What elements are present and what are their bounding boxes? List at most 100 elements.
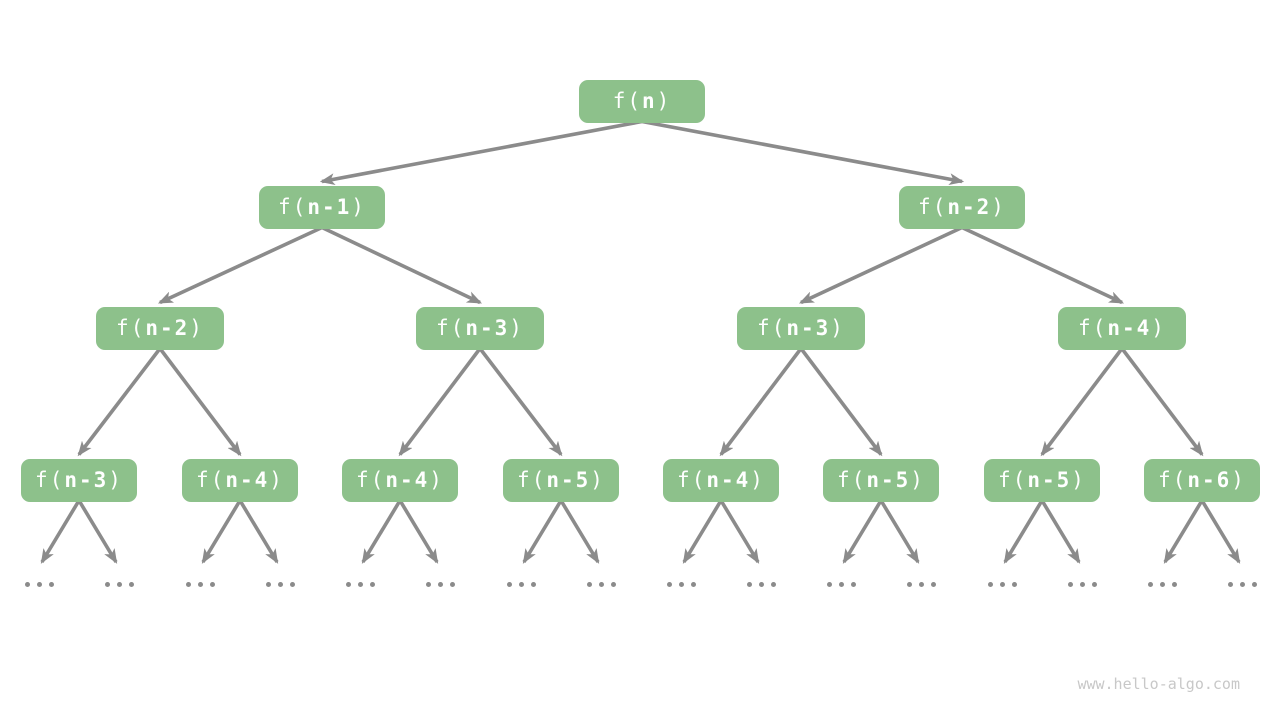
leaf-dot-icon (117, 582, 122, 587)
leaf-dot-icon (438, 582, 443, 587)
node-label-var: n-2 (947, 195, 992, 219)
tree-node-f(n-2): f(n-2) (96, 306, 224, 350)
node-label-post: ) (429, 468, 444, 492)
edge-arrow (522, 499, 563, 564)
node-label-pre: f( (1158, 468, 1188, 492)
node-label-post: ) (656, 89, 672, 113)
node-label-pre: f( (677, 468, 707, 492)
tree-node-f(n-4): f(n-4) (663, 458, 779, 502)
node-label-pre: f( (356, 468, 386, 492)
tree-node-f(n): f(n) (579, 79, 705, 123)
node-label-var: n-2 (145, 316, 190, 340)
tree-node-f(n-3): f(n-3) (21, 458, 137, 502)
tree-node-f(n-5): f(n-5) (823, 458, 939, 502)
node-label-pre: f( (998, 468, 1028, 492)
node-label-pre: f( (837, 468, 867, 492)
leaf-dot-icon (1000, 582, 1005, 587)
node-label-pre: f( (35, 468, 65, 492)
tree-node-f(n-4): f(n-4) (1058, 306, 1186, 350)
node-label-post: ) (590, 468, 605, 492)
edge-arrow (40, 499, 81, 564)
leaf-dot-icon (1172, 582, 1177, 587)
edge-arrow (1163, 499, 1204, 564)
edge-arrow (478, 347, 563, 457)
node-label-pre: f( (918, 195, 948, 219)
ellipsis-leaf (1148, 582, 1177, 587)
node-label-var: n-4 (225, 468, 270, 492)
leaf-dot-icon (679, 582, 684, 587)
leaf-dot-icon (278, 582, 283, 587)
edge-arrow (158, 347, 242, 457)
leaf-dot-icon (599, 582, 604, 587)
ellipsis-leaf (105, 582, 134, 587)
node-label-pre: f( (116, 316, 146, 340)
edge-arrow (842, 499, 883, 564)
edge-arrow (77, 499, 118, 564)
leaf-dot-icon (105, 582, 110, 587)
edge-arrow (319, 119, 643, 186)
leaf-dot-icon (667, 582, 672, 587)
node-label-pre: f( (436, 316, 466, 340)
ellipsis-leaf (507, 582, 536, 587)
node-label-post: ) (830, 316, 845, 340)
leaf-dot-icon (839, 582, 844, 587)
node-label-post: ) (750, 468, 765, 492)
leaf-dot-icon (37, 582, 42, 587)
leaf-dot-icon (1240, 582, 1245, 587)
edge-arrow (559, 499, 600, 564)
node-label-var: n-3 (465, 316, 510, 340)
leaf-dot-icon (1068, 582, 1073, 587)
leaf-dot-icon (519, 582, 524, 587)
ellipsis-leaf (346, 582, 375, 587)
leaf-dot-icon (129, 582, 134, 587)
leaf-dot-icon (827, 582, 832, 587)
tree-node-f(n-3): f(n-3) (416, 306, 544, 350)
leaf-dot-icon (851, 582, 856, 587)
ellipsis-leaf (667, 582, 696, 587)
ellipsis-leaf (988, 582, 1017, 587)
edge-arrow (879, 499, 920, 564)
leaf-dot-icon (919, 582, 924, 587)
leaf-dot-icon (611, 582, 616, 587)
ellipsis-leaf (1228, 582, 1257, 587)
leaf-dot-icon (426, 582, 431, 587)
node-label-var: n-1 (307, 195, 352, 219)
leaf-dot-icon (450, 582, 455, 587)
node-label-var: n-3 (786, 316, 831, 340)
edge-arrow (641, 119, 965, 186)
edge-arrow (682, 499, 723, 564)
node-label-post: ) (108, 468, 123, 492)
leaf-dot-icon (771, 582, 776, 587)
leaf-dot-icon (198, 582, 203, 587)
tree-node-f(n-4): f(n-4) (342, 458, 458, 502)
edge-arrow (1040, 499, 1081, 564)
tree-node-f(n-3): f(n-3) (737, 306, 865, 350)
edge-arrow (398, 347, 482, 457)
node-label-var: n-4 (385, 468, 430, 492)
edge-arrow (201, 499, 242, 564)
leaf-dot-icon (1148, 582, 1153, 587)
leaf-dot-icon (907, 582, 912, 587)
ellipsis-leaf (587, 582, 616, 587)
node-label-pre: f( (196, 468, 226, 492)
edge-arrow (798, 225, 963, 305)
leaf-dot-icon (587, 582, 592, 587)
tree-node-f(n-5): f(n-5) (503, 458, 619, 502)
edge-arrow (77, 347, 162, 457)
node-label-post: ) (351, 195, 366, 219)
edge-arrow (1200, 499, 1241, 564)
node-label-post: ) (1231, 468, 1246, 492)
tree-node-f(n-6): f(n-6) (1144, 458, 1260, 502)
node-label-pre: f( (612, 89, 642, 113)
edge-arrow (1040, 347, 1124, 457)
edge-arrow (1120, 347, 1204, 457)
edge-arrow (321, 225, 483, 305)
ellipsis-leaf (827, 582, 856, 587)
node-label-var: n-4 (1107, 316, 1152, 340)
leaf-dot-icon (49, 582, 54, 587)
ellipsis-leaf (907, 582, 936, 587)
ellipsis-leaf (266, 582, 295, 587)
node-label-pre: f( (517, 468, 547, 492)
tree-node-f(n-2): f(n-2) (899, 185, 1025, 229)
leaf-dot-icon (1012, 582, 1017, 587)
